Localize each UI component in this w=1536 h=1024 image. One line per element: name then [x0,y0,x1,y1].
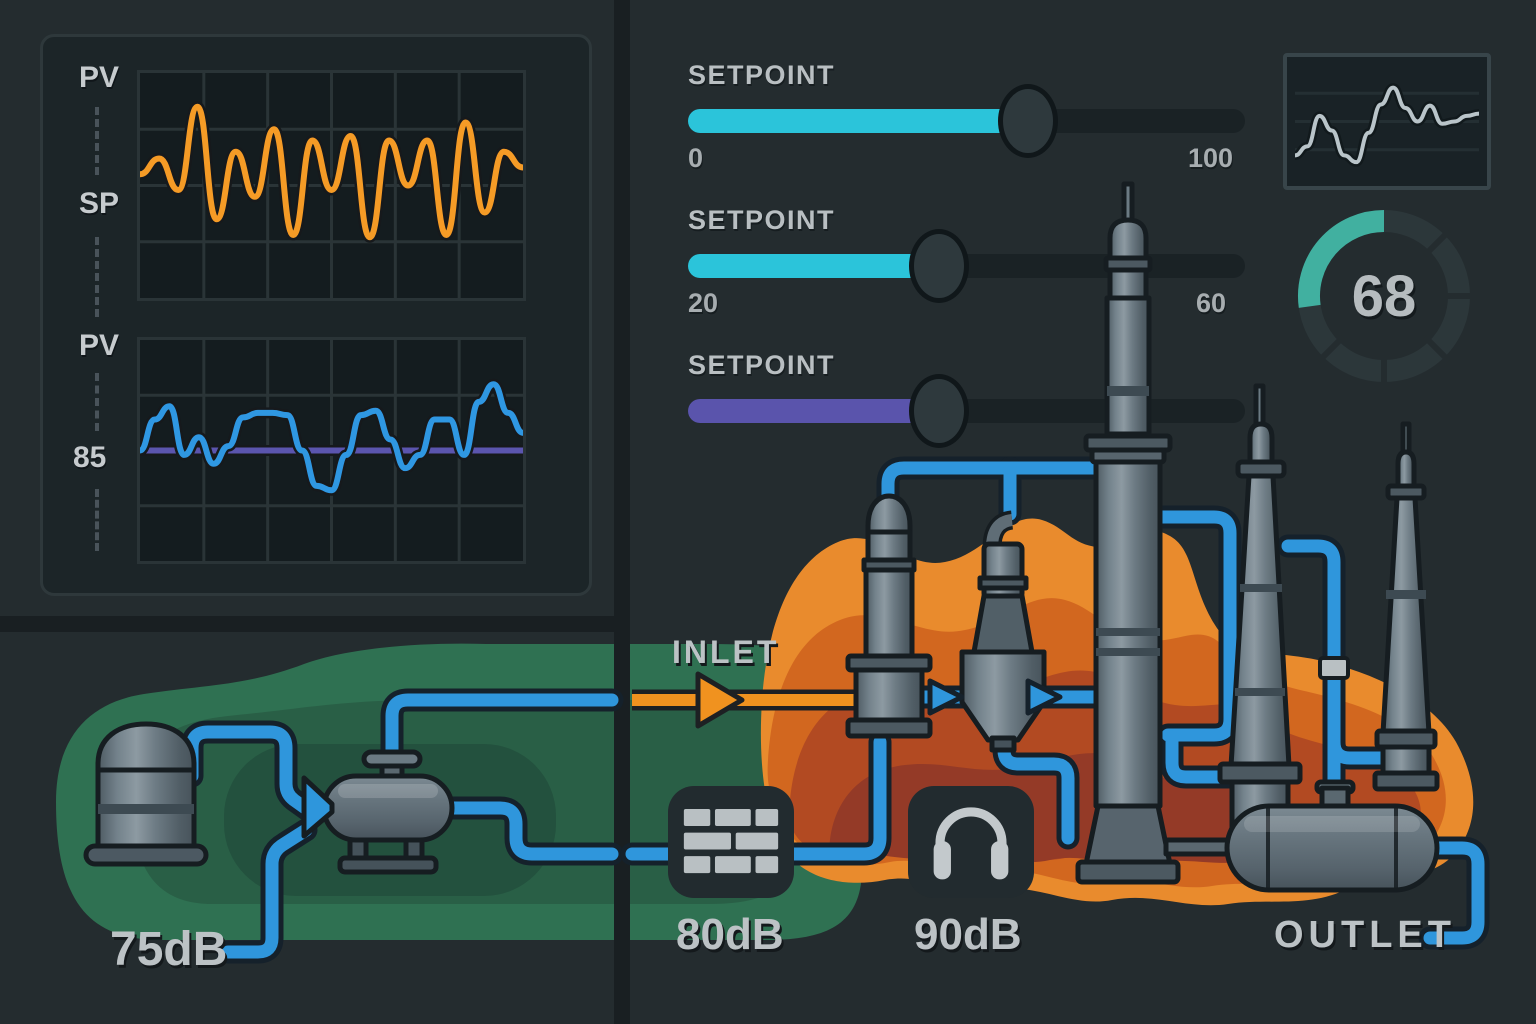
slider-fill [688,399,939,423]
flare-stack-right [1372,421,1440,792]
reactor-column [845,493,933,739]
setpoint-label-3: SETPOINT [688,350,836,380]
legend-divider [95,237,99,317]
trend-panel: PV SP PV 85 [40,34,592,596]
horizontal-divider [0,616,630,632]
slider1-max: 100 [1188,143,1234,173]
pump [301,749,455,875]
gauge-value: 68 [1351,263,1417,329]
pipe-connector [1318,656,1350,680]
chart1-legend-pv: PV [79,61,120,94]
noise-barrier-badge [668,786,794,898]
slider2-min: 20 [688,288,719,318]
slider-fill [688,109,1028,133]
setpoint-slider-3[interactable] [688,374,1245,448]
noise-label-75db: 75dB [110,923,228,976]
flow-arrow [1025,678,1063,716]
setpoint-label-2: SETPOINT [688,205,836,235]
gauge-arc [1298,210,1385,308]
trend-chart-2 [137,337,526,564]
noise-label-90db: 90dB [914,910,1022,959]
sparkline-chart [1295,65,1479,178]
vertical-divider [614,0,630,1024]
pv-sp-wave-chart [140,73,523,298]
outlet-label: OUTLET [1274,914,1456,956]
legend-divider [95,489,99,551]
flow-arrows [695,671,1063,729]
outlet-drum [1163,779,1440,893]
gauge-ticks [1316,228,1476,388]
chart2-legend-85: 85 [73,441,107,474]
pv-85-wave-chart [140,340,523,561]
storage-tank [83,721,209,867]
setpoint-label-1: SETPOINT [688,60,836,90]
slider-knob[interactable] [908,229,969,303]
chart1-legend-sp: SP [79,187,120,220]
setpoint-slider-1[interactable] [688,84,1245,158]
brick-wall-icon [683,809,779,874]
inlet-label: INLET [672,634,780,670]
pump-inlet-cone [301,775,335,839]
sparkline-panel [1283,53,1491,190]
inlet-arrow [695,671,745,729]
flare-stack-left [1217,383,1303,845]
headphones-icon [933,807,1009,880]
trend-chart-1 [137,70,526,301]
slider-fill [688,254,939,278]
noise-label-80db: 80dB [676,910,784,959]
chart2-legend-pv: PV [79,329,120,362]
legend-divider [95,373,99,431]
cyclone-separator [959,541,1047,753]
setpoint-slider-2[interactable] [688,229,1245,303]
slider2-max: 60 [1196,288,1227,318]
legend-divider [95,107,99,175]
circular-gauge [1298,210,1476,388]
flow-arrow [927,678,965,716]
slider-knob[interactable] [908,374,969,448]
slider-knob[interactable] [997,84,1058,158]
hot-zone [760,518,1474,906]
slider1-min: 0 [688,143,704,173]
tall-column [1075,181,1181,885]
hearing-protection-badge [908,786,1034,898]
